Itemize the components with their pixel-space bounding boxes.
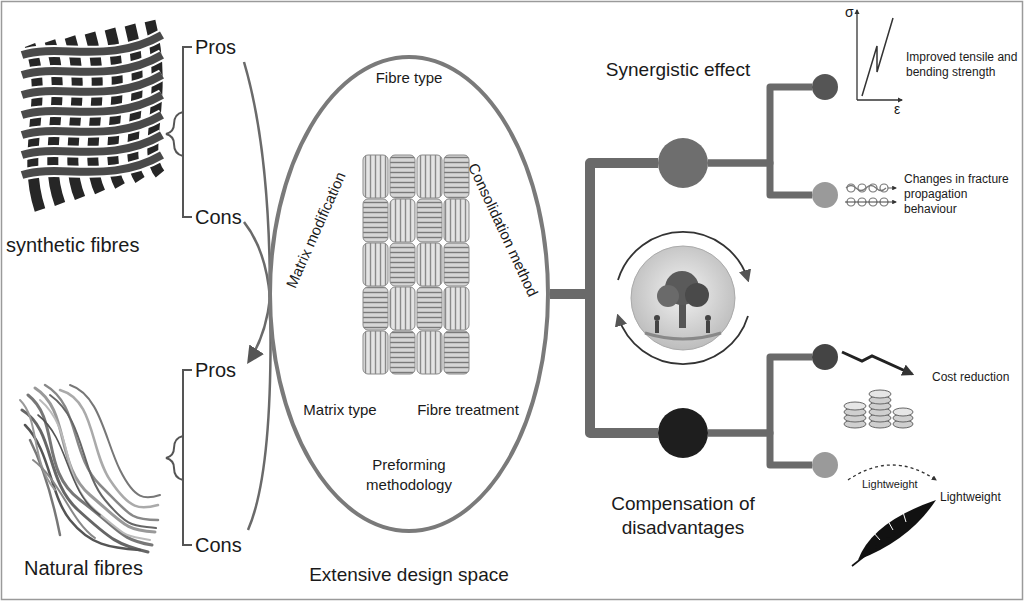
flow-curve bbox=[244, 62, 271, 530]
outcome-dot-outline bbox=[812, 452, 838, 478]
outcome-dot: Changes in fracture propagation behaviou… bbox=[812, 182, 838, 208]
recycling-illustration bbox=[618, 232, 748, 364]
bracket-label: Cons bbox=[195, 533, 242, 557]
fibre-caption: synthetic fibres bbox=[6, 233, 139, 257]
coin-stack-icon bbox=[842, 352, 913, 428]
outcome-label: Improved tensile and bending strength bbox=[906, 50, 1018, 80]
design-factor: Preforming methodology bbox=[354, 455, 464, 495]
fracture-icon bbox=[845, 184, 896, 206]
design-space-ellipse-shape bbox=[270, 57, 548, 531]
icon-label: Lightweight bbox=[862, 478, 918, 491]
design-space-ellipse: Fibre typeConsolidation method Matrix mod… bbox=[268, 55, 550, 533]
outcome-dot: Cost reduction bbox=[812, 344, 838, 370]
node-heading: Compensation of disadvantages bbox=[588, 492, 778, 540]
feather-icon bbox=[848, 465, 936, 566]
synthetic-fibre-illustration bbox=[22, 21, 162, 210]
branch-connector bbox=[708, 433, 812, 465]
branch-connector bbox=[550, 163, 658, 294]
outcome-dot: Lightweight bbox=[812, 452, 838, 478]
branch-connector bbox=[708, 163, 812, 195]
fibre-caption: Natural fibres bbox=[24, 556, 143, 580]
woven-preform-illustration bbox=[363, 155, 469, 374]
bracket bbox=[166, 47, 192, 545]
outcome-dot-outline bbox=[812, 74, 838, 100]
bracket-label: Pros bbox=[195, 35, 236, 59]
effect-circle-outline bbox=[658, 408, 708, 458]
outcome-dot-shape bbox=[812, 182, 838, 208]
outcome-dot-outline bbox=[812, 182, 838, 208]
outcome-dot: Improved tensile and bending strength bbox=[812, 74, 838, 100]
outcome-dot-outline bbox=[812, 344, 838, 370]
outcome-dot-shape bbox=[812, 452, 838, 478]
bracket-label: Cons bbox=[195, 205, 242, 229]
design-factor: Consolidation method bbox=[461, 154, 545, 307]
outcome-label: Cost reduction bbox=[932, 370, 1018, 384]
effect-circle: Synergistic effect bbox=[658, 138, 708, 188]
outcome-label: Lightweight bbox=[940, 490, 1014, 504]
natural-fibre-illustration bbox=[20, 385, 160, 552]
node-heading: Extensive design space bbox=[279, 563, 539, 586]
node-heading: Synergistic effect bbox=[563, 58, 793, 81]
outcome-dot-shape bbox=[812, 344, 838, 370]
branch-connector bbox=[708, 357, 812, 433]
design-factor: Matrix type bbox=[290, 401, 390, 419]
axis-label: σ bbox=[845, 4, 854, 21]
branch-connector bbox=[708, 87, 812, 163]
design-factor: Fibre type bbox=[349, 69, 469, 87]
bracket-label: Pros bbox=[195, 358, 236, 382]
axis-label: ε bbox=[894, 101, 900, 118]
stress-strain-icon bbox=[857, 10, 902, 100]
effect-circle: Compensation of disadvantages bbox=[658, 408, 708, 458]
effect-circle-shape bbox=[658, 408, 708, 458]
design-factor: Fibre treatment bbox=[403, 401, 533, 419]
outcome-dot-shape bbox=[812, 74, 838, 100]
design-factor: Matrix modification bbox=[279, 162, 352, 297]
outcome-label: Changes in fracture propagation behaviou… bbox=[904, 172, 1018, 217]
effect-circle-outline bbox=[658, 138, 708, 188]
effect-circle-shape bbox=[658, 138, 708, 188]
branch-connector bbox=[550, 294, 658, 433]
